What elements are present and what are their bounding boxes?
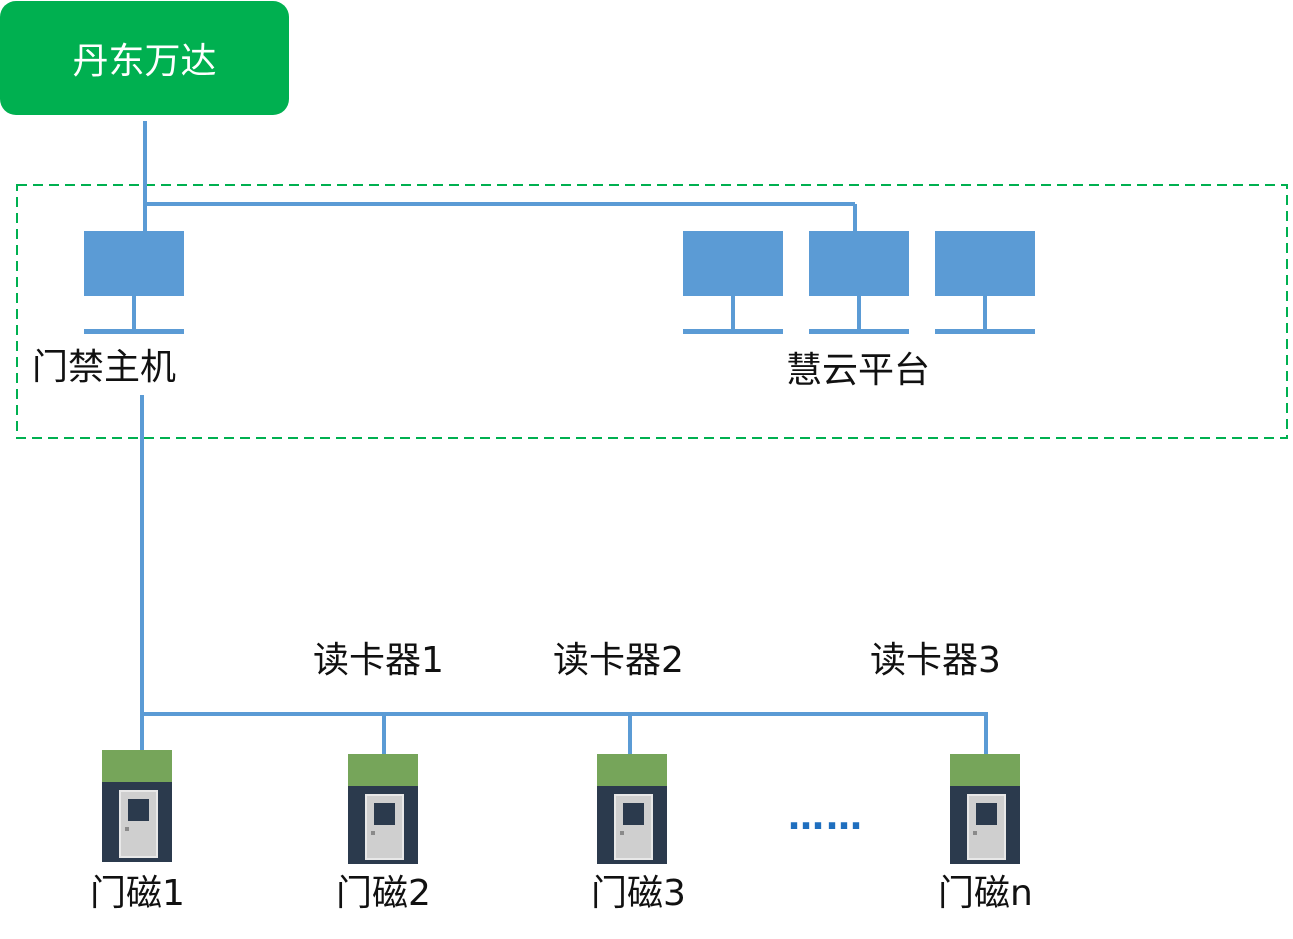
network-group-border bbox=[16, 184, 1288, 439]
root-node-box: 丹东万达 bbox=[0, 1, 289, 115]
door-label-3: 门磁3 bbox=[591, 873, 686, 914]
reader-label-1: 读卡器1 bbox=[313, 640, 444, 681]
door-sensor-icon-1 bbox=[102, 750, 172, 862]
door-sensor-icon-n bbox=[950, 754, 1020, 864]
platform-label: 慧云平台 bbox=[786, 350, 931, 391]
root-node-label: 丹东万达 bbox=[72, 41, 217, 82]
platform-monitor-icon-2 bbox=[809, 231, 909, 335]
door-sensor-icon-2 bbox=[348, 754, 418, 864]
access-host-label: 门禁主机 bbox=[32, 347, 177, 388]
reader-label-2: 读卡器2 bbox=[553, 640, 684, 681]
ellipsis-text: …… bbox=[788, 797, 864, 838]
door-sensor-icon-3 bbox=[597, 754, 667, 864]
door-label-1: 门磁1 bbox=[90, 873, 185, 914]
door-label-2: 门磁2 bbox=[336, 873, 431, 914]
reader-label-3: 读卡器3 bbox=[870, 640, 1001, 681]
platform-monitor-icon-3 bbox=[935, 231, 1035, 335]
platform-monitor-icon-1 bbox=[683, 231, 783, 335]
access-host-monitor-icon bbox=[84, 231, 184, 335]
door-label-n: 门磁n bbox=[938, 873, 1033, 914]
